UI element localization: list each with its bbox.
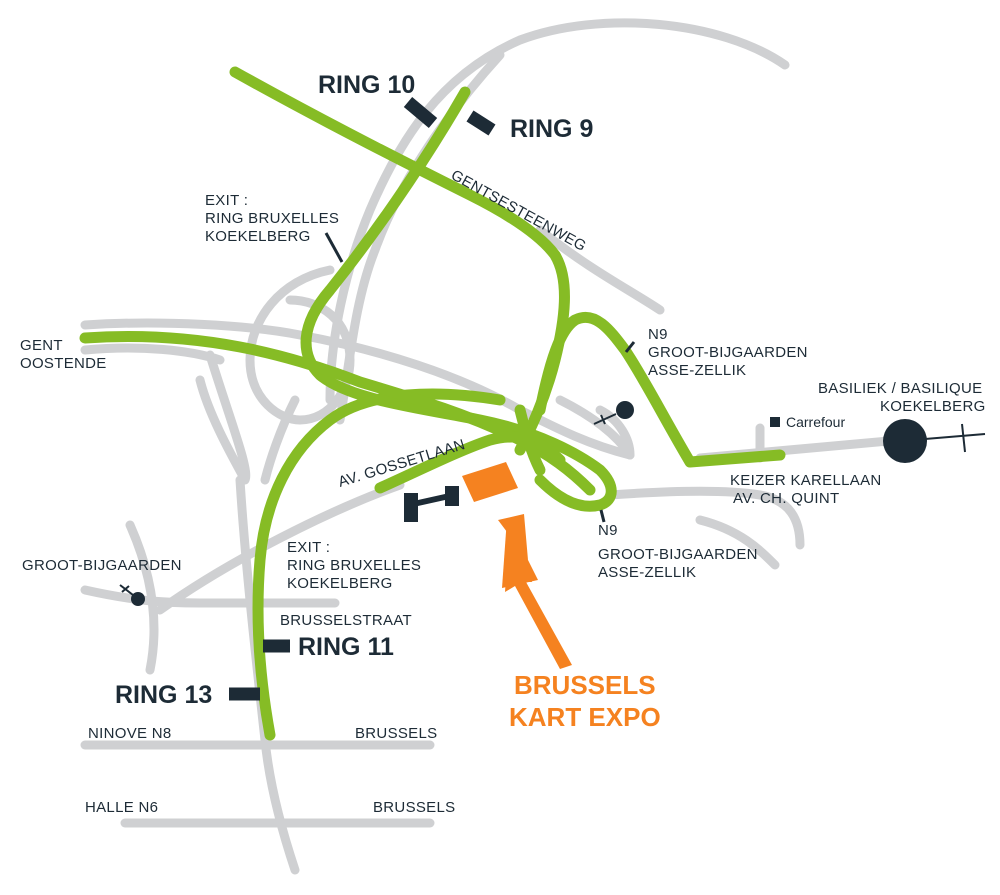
road-inner-loop <box>555 395 635 460</box>
church-cross-top-bar <box>600 414 606 425</box>
road-brusselstraat <box>155 480 405 615</box>
label-venue-1: BRUSSELS <box>514 670 656 700</box>
ring-road-junction <box>514 404 546 476</box>
landmarks <box>119 401 986 606</box>
label-halle: HALLE N6 <box>85 799 158 816</box>
venue-building <box>404 462 572 669</box>
secondary-roads <box>80 18 905 875</box>
label-n9-bottom-2: GROOT-BIJGAARDEN <box>598 546 758 563</box>
label-n9-top-1: N9 <box>648 326 668 343</box>
basilica-icon <box>883 419 927 463</box>
label-venue-2: KART EXPO <box>509 702 661 732</box>
tick-n9-top <box>624 341 636 353</box>
label-gentsesteenweg: GENTSESTEENWEG <box>448 167 589 255</box>
church-icon-top <box>616 401 634 419</box>
venue-highlight <box>462 462 518 502</box>
label-n9-top-3: ASSE-ZELLIK <box>648 362 746 379</box>
road-ring-north <box>325 18 790 405</box>
label-exit-top-1: EXIT : <box>205 192 248 209</box>
label-ring11: RING 11 <box>298 633 394 661</box>
ring-road-r0-north <box>300 86 617 512</box>
road-loop-mid <box>260 395 300 485</box>
road-west-upper <box>80 318 635 460</box>
road-loop-left <box>195 350 251 485</box>
ring-road-gosset <box>374 431 566 494</box>
label-exit-bottom-2: RING BRUXELLES <box>287 557 421 574</box>
label-exit-bottom-1: EXIT : <box>287 539 330 556</box>
label-ring9: RING 9 <box>510 115 593 143</box>
label-basiliek-1: BASILIEK / BASILIQUE <box>818 380 982 397</box>
road-cloverleaf <box>245 265 355 425</box>
church-icon-left <box>131 592 145 606</box>
label-oostende: OOSTENDE <box>20 355 107 372</box>
label-ring13: RING 13 <box>115 681 212 709</box>
label-brussels-2: BRUSSELS <box>373 799 455 816</box>
label-n9-top-2: GROOT-BIJGAARDEN <box>648 344 808 361</box>
carrefour-icon <box>770 417 780 427</box>
road-east-keizer <box>605 486 805 550</box>
road-gentsesteenweg-east <box>535 225 665 315</box>
basilica-cross-v <box>961 423 966 453</box>
road-east-lower <box>695 515 780 570</box>
tick-n9-bottom <box>599 509 606 523</box>
ramp-ring10 <box>403 97 438 128</box>
venue-arrow-head <box>502 518 538 588</box>
ring-road-east-loop <box>534 311 786 468</box>
label-brusselstraat: BRUSSELSTRAAT <box>280 612 412 629</box>
label-keizer-2: AV. CH. QUINT <box>733 490 839 507</box>
label-brussels-1: BRUSSELS <box>355 725 437 742</box>
ramp-ring9 <box>466 110 496 136</box>
label-ninove: NINOVE N8 <box>88 725 172 742</box>
label-n9-bottom-1: N9 <box>598 522 618 539</box>
church-cross-top <box>593 413 617 425</box>
building-marker <box>404 486 459 522</box>
label-basiliek-2: KOEKELBERG <box>880 398 986 415</box>
label-gent: GENT <box>20 337 63 354</box>
tick-exit-top <box>324 232 344 263</box>
ramp-markers <box>229 97 636 701</box>
label-exit-top-3: KOEKELBERG <box>205 228 311 245</box>
road-south-vertical <box>125 520 159 675</box>
label-exit-top-2: RING BRUXELLES <box>205 210 339 227</box>
church-cross-left <box>119 584 134 596</box>
label-carrefour: Carrefour <box>786 414 845 430</box>
basilica-cross-h <box>924 433 986 440</box>
label-groot-left: GROOT-BIJGAARDEN <box>22 557 182 574</box>
ring-roads <box>79 66 786 741</box>
label-exit-bottom-3: KOEKELBERG <box>287 575 393 592</box>
label-keizer-1: KEIZER KARELLAAN <box>730 472 882 489</box>
label-n9-bottom-3: ASSE-ZELLIK <box>598 564 696 581</box>
label-ring10: RING 10 <box>318 71 415 99</box>
church-cross-left-bar <box>121 585 130 593</box>
